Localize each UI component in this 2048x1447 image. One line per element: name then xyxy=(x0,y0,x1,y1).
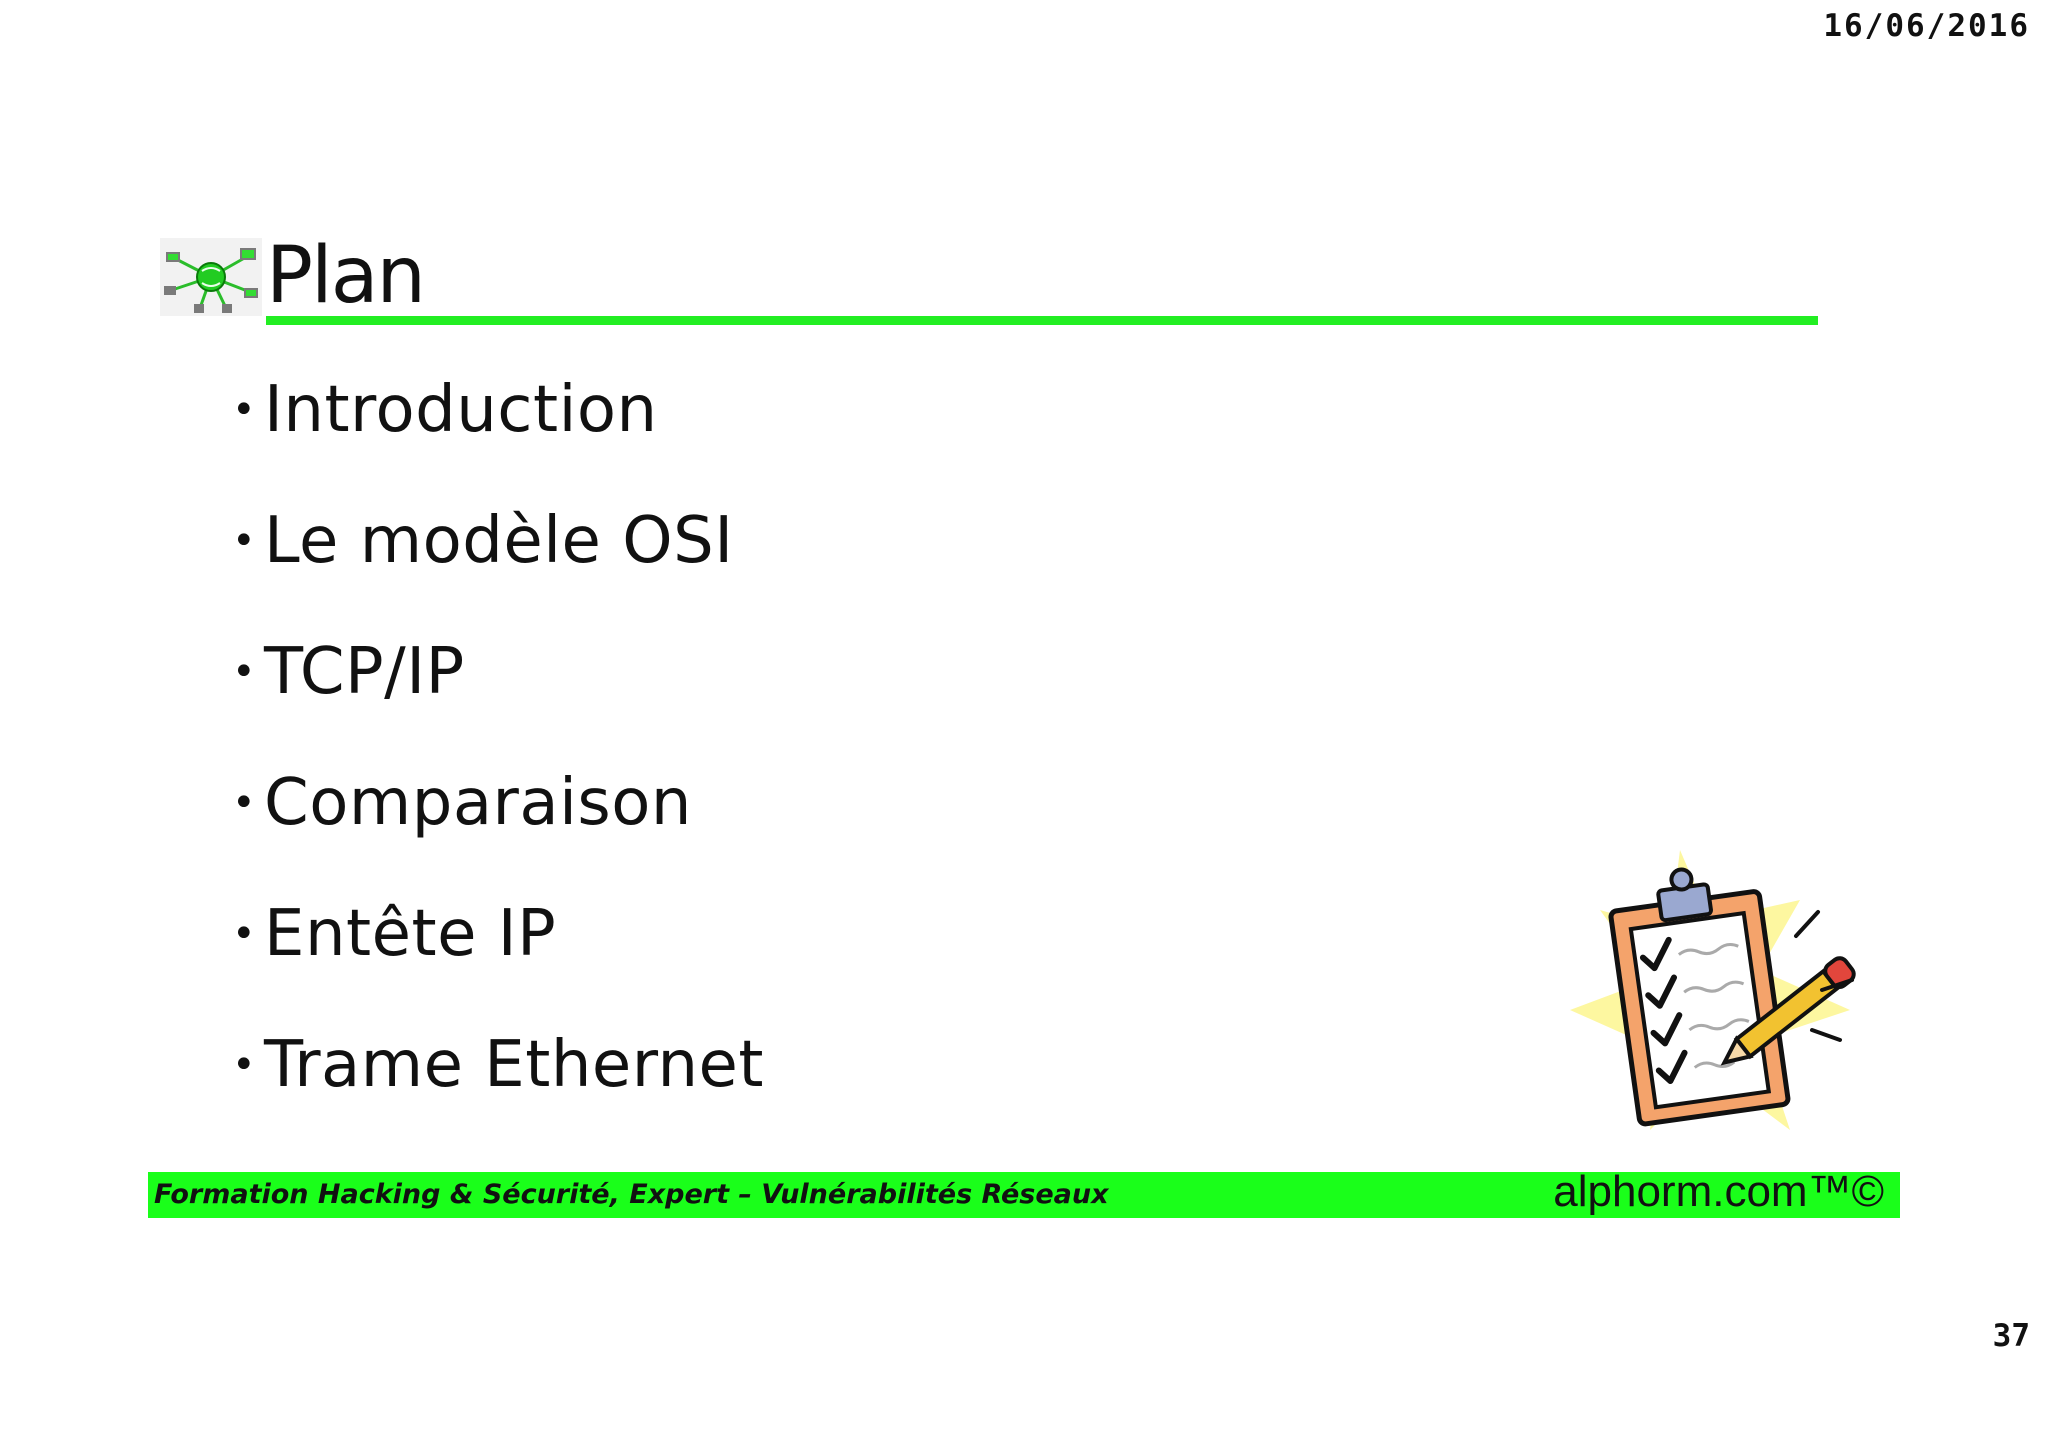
agenda-item: •Entête IP xyxy=(228,884,764,1015)
network-globe-icon xyxy=(160,238,262,316)
agenda-item: •Introduction xyxy=(228,360,764,491)
agenda-item-label: Introduction xyxy=(264,373,658,447)
agenda-item-label: Comparaison xyxy=(264,766,692,840)
clipboard-checklist-icon xyxy=(1570,850,1856,1130)
title-underline xyxy=(266,316,1818,325)
footer-brand: alphorm.com™© xyxy=(1553,1167,1884,1216)
bullet: • xyxy=(232,911,257,957)
agenda-item: •Comparaison xyxy=(228,753,764,884)
agenda-item: •Le modèle OSI xyxy=(228,491,764,622)
slide-date: 16/06/2016 xyxy=(1823,8,2030,44)
bullet: • xyxy=(232,1042,257,1088)
agenda-item-label: TCP/IP xyxy=(264,635,465,709)
agenda-list: •Introduction •Le modèle OSI •TCP/IP •Co… xyxy=(228,360,764,1146)
page-number: 37 xyxy=(1992,1318,2030,1354)
footer-course-title: Formation Hacking & Sécurité, Expert – V… xyxy=(154,1179,1109,1210)
agenda-item: •TCP/IP xyxy=(228,622,764,753)
slide-title: Plan xyxy=(266,231,426,321)
slide-content-area xyxy=(160,236,1860,1156)
bullet: • xyxy=(232,780,257,826)
agenda-item-label: Trame Ethernet xyxy=(264,1028,764,1102)
bullet: • xyxy=(232,387,257,433)
agenda-item-label: Le modèle OSI xyxy=(264,504,734,578)
agenda-item-label: Entête IP xyxy=(264,897,557,971)
agenda-item: •Trame Ethernet xyxy=(228,1015,764,1146)
bullet: • xyxy=(232,649,257,695)
footer-bar xyxy=(148,1172,1900,1218)
bullet: • xyxy=(232,518,257,564)
